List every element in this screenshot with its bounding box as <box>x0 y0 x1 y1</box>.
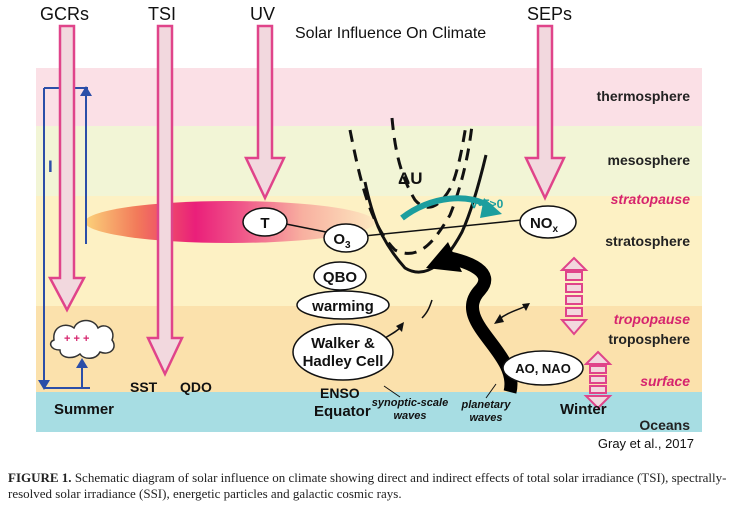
nox-main: NO <box>530 215 553 232</box>
tsi-label: TSI <box>148 4 176 24</box>
o3-main: O <box>333 231 345 248</box>
solar-influence-diagram: I GCRs TSI UV SEPs Solar Influence On Cl… <box>36 4 702 451</box>
walker-line2: Hadley Cell <box>303 353 384 370</box>
uv-label: UV <box>250 4 275 24</box>
ionization-label: I <box>48 157 53 176</box>
oceans-label: Oceans <box>639 417 690 433</box>
warming-node-label: warming <box>311 298 374 315</box>
synoptic-waves-line2: waves <box>393 410 426 422</box>
delta-u-label: ΔU <box>398 169 423 188</box>
stratosphere-label: stratosphere <box>605 233 690 249</box>
ep-flux-arrowhead <box>480 198 502 218</box>
troposphere-label: troposphere <box>608 331 690 347</box>
winter-label: Winter <box>560 401 607 418</box>
synoptic-pointer <box>383 385 401 398</box>
stratosphere-troposphere-coupling-arrow <box>559 256 589 336</box>
cloud-updraft-arrowhead <box>76 358 88 368</box>
summer-label: Summer <box>54 401 114 418</box>
cloud-charges: + + + <box>64 333 89 345</box>
thermosphere-layer <box>36 68 702 126</box>
ao-nao-node <box>502 350 584 386</box>
warming-node <box>296 290 390 320</box>
seps-arrow <box>524 24 566 201</box>
qbo-node-label: QBO <box>323 269 358 286</box>
seps-label: SEPs <box>527 4 572 24</box>
sst-label: SST <box>130 379 158 395</box>
nox-subscript: x <box>552 224 558 235</box>
cloud-icon <box>49 319 115 359</box>
small-arrowhead-4 <box>522 303 530 311</box>
planetary-waves-line2: waves <box>469 412 502 424</box>
diagram-title: Solar Influence On Climate <box>295 25 486 42</box>
nox-transport-line <box>363 219 523 237</box>
ao-nao-label: AO, NAO <box>515 361 571 376</box>
stratopause-label: stratopause <box>611 191 691 207</box>
planetary-wave-arrowhead <box>426 242 462 272</box>
qdo-label: QDO <box>180 379 212 395</box>
thermosphere-label: thermosphere <box>597 88 691 104</box>
uv-arrow <box>244 24 286 201</box>
t-o3-line <box>285 223 327 233</box>
surface-coupling-arrow <box>583 350 613 410</box>
ionization-arrowhead-top <box>80 86 92 96</box>
caption-text: Schematic diagram of solar influence on … <box>8 470 727 501</box>
surface-label: surface <box>640 373 690 389</box>
nox-node-label: NOx <box>530 215 559 235</box>
tropopause-label: tropopause <box>614 311 690 327</box>
ionization-arrowhead-left <box>38 380 50 390</box>
tsi-arrow <box>146 24 184 377</box>
gcrs-arrow <box>47 24 87 313</box>
figure-caption: FIGURE 1. Schematic diagram of solar inf… <box>8 470 738 502</box>
t-node-label: T <box>260 215 269 232</box>
qbo-node <box>313 261 367 291</box>
ep-flux-label: ∇•F>0 <box>469 197 504 211</box>
planetary-waves-line1: planetary <box>461 399 512 411</box>
planetary-pointer <box>485 383 497 399</box>
o3-subscript: 3 <box>345 240 351 251</box>
enso-label: ENSO <box>320 385 360 401</box>
synoptic-waves-line1: synoptic-scale <box>372 397 448 409</box>
small-arrowhead-2 <box>396 322 404 332</box>
o3-node-label: O3 <box>333 231 351 251</box>
mesosphere-layer <box>36 126 702 196</box>
small-arrowhead-3 <box>494 314 504 324</box>
mesosphere-label: mesosphere <box>608 152 691 168</box>
equator-label: Equator <box>314 403 371 420</box>
figure-label: FIGURE 1. <box>8 470 72 485</box>
walker-hadley-node <box>292 323 394 381</box>
o3-node <box>323 223 369 253</box>
walker-line1: Walker & <box>311 335 375 352</box>
t-node <box>242 207 288 237</box>
credit-label: Gray et al., 2017 <box>598 436 694 451</box>
nox-node <box>519 205 577 239</box>
gcrs-label: GCRs <box>40 4 89 24</box>
